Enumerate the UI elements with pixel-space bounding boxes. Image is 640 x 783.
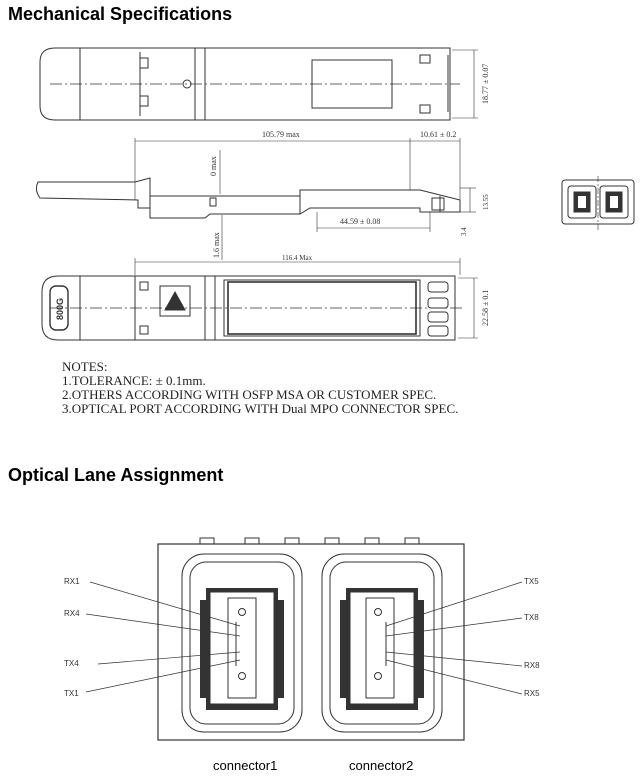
thickness-a-dim: 0 max bbox=[209, 156, 218, 176]
height-dim: 13.55 bbox=[482, 194, 490, 210]
lane-label-rx1: RX1 bbox=[64, 577, 80, 586]
port-depth-dim: 44.59 ± 0.08 bbox=[340, 217, 380, 226]
notes-block: NOTES: 1.TOLERANCE: ± 0.1mm. 2.OTHERS AC… bbox=[62, 360, 458, 416]
tail-length-dim: 10.61 ± 0.2 bbox=[420, 130, 456, 139]
module-label: 800G bbox=[55, 298, 65, 320]
lane-diagram bbox=[85, 537, 523, 741]
top-width-dim: 18.77 ± 0.07 bbox=[481, 64, 490, 104]
overall-length-dim: 105.79 max bbox=[262, 130, 300, 139]
optical-lane-assignment-heading: Optical Lane Assignment bbox=[8, 465, 224, 485]
top-view bbox=[39, 47, 478, 121]
note-item: 2.OTHERS ACCORDING WITH OSFP MSA OR CUST… bbox=[62, 387, 437, 402]
thickness-b-dim: 1.6 max bbox=[212, 232, 221, 258]
lane-label-rx8: RX8 bbox=[524, 661, 540, 670]
lane-label-tx4: TX4 bbox=[64, 659, 79, 668]
bottom-view bbox=[41, 258, 478, 341]
connector1-label: connector1 bbox=[213, 758, 278, 773]
end-view bbox=[561, 176, 635, 230]
total-length-dim: 116.4 Max bbox=[282, 254, 313, 262]
bottom-width-dim: 22.58 ± 0.1 bbox=[481, 290, 490, 326]
notes-title: NOTES: bbox=[62, 359, 108, 374]
height-small-dim: 3.4 bbox=[460, 227, 468, 236]
lane-label-tx8: TX8 bbox=[524, 613, 539, 622]
lane-label-tx5: TX5 bbox=[524, 577, 539, 586]
lane-label-tx1: TX1 bbox=[64, 689, 79, 698]
note-item: 3.OPTICAL PORT ACCORDING WITH Dual MPO C… bbox=[62, 401, 459, 416]
mechanical-specifications-heading: Mechanical Specifications bbox=[8, 4, 233, 24]
side-view bbox=[35, 138, 476, 260]
lane-label-rx4: RX4 bbox=[64, 609, 80, 618]
connector2-label: connector2 bbox=[349, 758, 414, 773]
lane-label-rx5: RX5 bbox=[524, 689, 540, 698]
note-item: 1.TOLERANCE: ± 0.1mm. bbox=[62, 373, 206, 388]
